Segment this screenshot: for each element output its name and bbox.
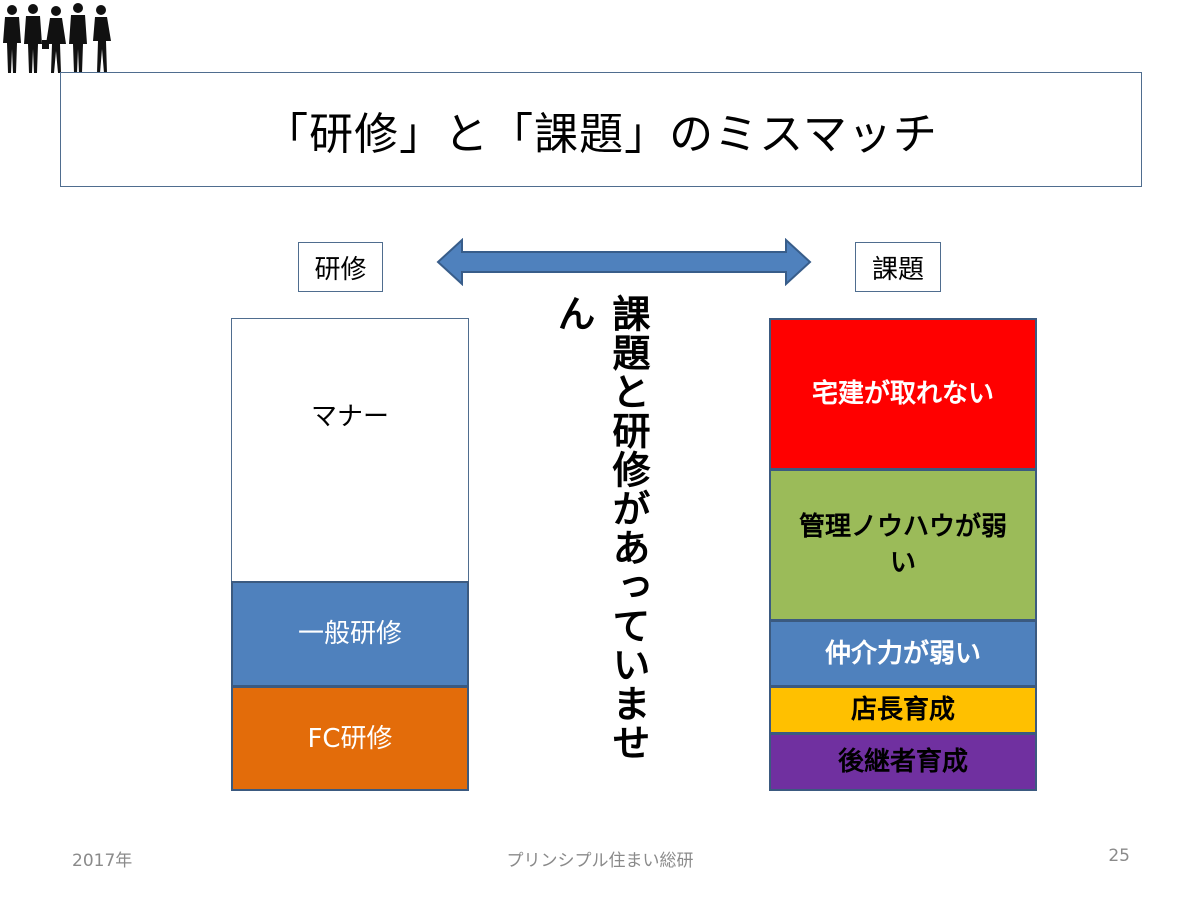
page-title: 「研修」と「課題」のミスマッチ bbox=[264, 108, 938, 160]
businesspeople-silhouettes-icon bbox=[3, 3, 111, 73]
right-label: 課題 bbox=[871, 254, 924, 285]
left-block-manners: マナー bbox=[231, 318, 469, 582]
title-box: 「研修」と「課題」のミスマッチ bbox=[60, 72, 1142, 187]
right-block-label: 仲介力が弱い bbox=[824, 638, 981, 669]
left-block-fc-training: FC研修 bbox=[231, 686, 469, 791]
footer-date: 2017年 bbox=[72, 851, 133, 871]
mismatch-statement: 課題と研修があっていません bbox=[551, 294, 650, 762]
right-label-box: 課題 bbox=[855, 242, 941, 292]
left-block-label: マナー bbox=[310, 401, 389, 432]
left-block-general-training: 一般研修 bbox=[231, 581, 469, 687]
left-label-box: 研修 bbox=[298, 242, 383, 292]
right-block-label: 後継者育成 bbox=[837, 747, 968, 777]
right-block-label: 管理ノウハウが弱い bbox=[798, 512, 1007, 578]
right-block-successor: 後継者育成 bbox=[769, 733, 1037, 791]
footer-organization: プリンシプル住まい総研 bbox=[506, 851, 694, 871]
left-label: 研修 bbox=[314, 254, 367, 285]
right-block-brokerage: 仲介力が弱い bbox=[769, 620, 1037, 687]
right-block-label: 宅建が取れない bbox=[811, 379, 994, 409]
right-block-license: 宅建が取れない bbox=[769, 318, 1037, 470]
right-block-label: 店長育成 bbox=[850, 695, 955, 725]
right-block-store-manager: 店長育成 bbox=[769, 686, 1037, 734]
page-number: 25 bbox=[1108, 846, 1130, 866]
double-arrow-icon bbox=[436, 238, 812, 286]
left-block-label: 一般研修 bbox=[297, 619, 402, 649]
left-block-label: FC研修 bbox=[307, 723, 393, 754]
right-block-management: 管理ノウハウが弱い bbox=[769, 469, 1037, 621]
